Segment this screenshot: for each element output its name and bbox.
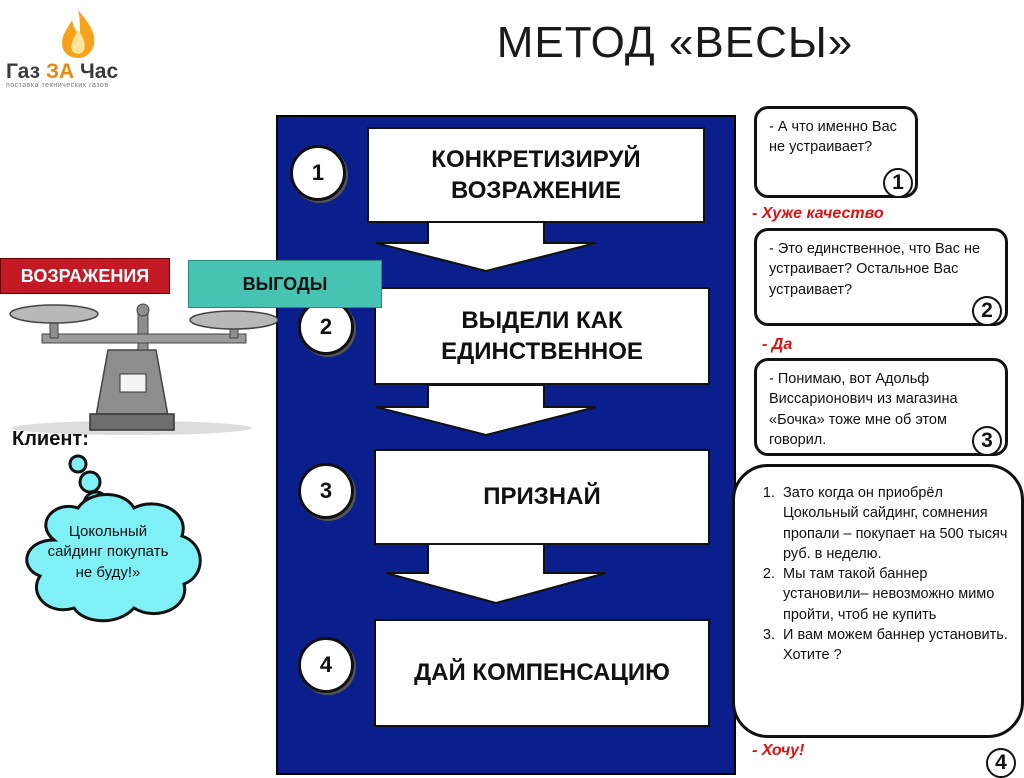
compensation-item-1: Зато когда он приобрёл Цокольный сайдинг… <box>779 483 1013 564</box>
step-3-number: 3 <box>298 463 354 519</box>
compensation-item-2: Мы там такой баннер установили– невозмож… <box>779 564 1013 625</box>
reply-1: - Хуже качество <box>752 205 884 222</box>
arrow-down-icon <box>375 220 607 605</box>
step-2-box: ВЫДЕЛИ КАК ЕДИНСТВЕННОЕ <box>374 287 710 385</box>
question-1-text: - А что именно Вас не устраивает? <box>769 119 897 156</box>
question-1-number: 1 <box>883 168 913 198</box>
step-4-number: 4 <box>298 637 354 693</box>
benefits-label: ВЫГОДЫ <box>188 260 382 308</box>
client-label: Клиент: <box>12 428 89 450</box>
steps-panel: КОНКРЕТИЗИРУЙ ВОЗРАЖЕНИЕ ВЫДЕЛИ КАК ЕДИН… <box>276 115 736 775</box>
question-2: - Это единственное, что Вас не устраивае… <box>754 228 1008 326</box>
reply-2: - Да <box>762 336 793 353</box>
step-1-number: 1 <box>290 145 346 201</box>
question-1: - А что именно Вас не устраивает? <box>754 106 918 198</box>
thought-cloud-icon <box>25 454 202 623</box>
page-title: МЕТОД «ВЕСЫ» <box>496 18 854 67</box>
logo-tagline: поставка технических газов <box>6 82 109 89</box>
step-2-number: 2 <box>298 299 354 355</box>
compensation-box: Зато когда он приобрёл Цокольный сайдинг… <box>732 464 1024 738</box>
question-3: - Понимаю, вот Адольф Виссарионович из м… <box>754 358 1008 456</box>
compensation-item-3: И вам можем баннер установить. Хотите ? <box>779 625 1013 666</box>
question-2-text: - Это единственное, что Вас не устраивае… <box>769 241 981 298</box>
logo-name: Газ ЗА Час <box>6 60 119 83</box>
question-3-number: 3 <box>972 426 1002 456</box>
client-thought: Цокольный сайдинг покупать не буду!» <box>47 523 169 581</box>
question-2-number: 2 <box>972 296 1002 326</box>
balance-scale-icon <box>9 303 278 435</box>
step-2-label: ВЫДЕЛИ КАК ЕДИНСТВЕННОЕ <box>441 306 643 365</box>
question-4-number: 4 <box>986 748 1016 778</box>
step-1-label: КОНКРЕТИЗИРУЙ ВОЗРАЖЕНИЕ <box>431 145 641 204</box>
flame-icon <box>62 10 95 58</box>
compensation-list: Зато когда он приобрёл Цокольный сайдинг… <box>741 483 1013 666</box>
step-3-label: ПРИЗНАЙ <box>483 483 601 511</box>
objections-label: ВОЗРАЖЕНИЯ <box>0 258 170 294</box>
step-1-box: КОНКРЕТИЗИРУЙ ВОЗРАЖЕНИЕ <box>367 127 705 223</box>
question-3-text: - Понимаю, вот Адольф Виссарионович из м… <box>769 371 958 448</box>
reply-4: - Хочу! <box>752 742 805 759</box>
step-4-box: ДАЙ КОМПЕНСАЦИЮ <box>374 619 710 727</box>
step-4-label: ДАЙ КОМПЕНСАЦИЮ <box>414 659 670 687</box>
step-3-box: ПРИЗНАЙ <box>374 449 710 545</box>
